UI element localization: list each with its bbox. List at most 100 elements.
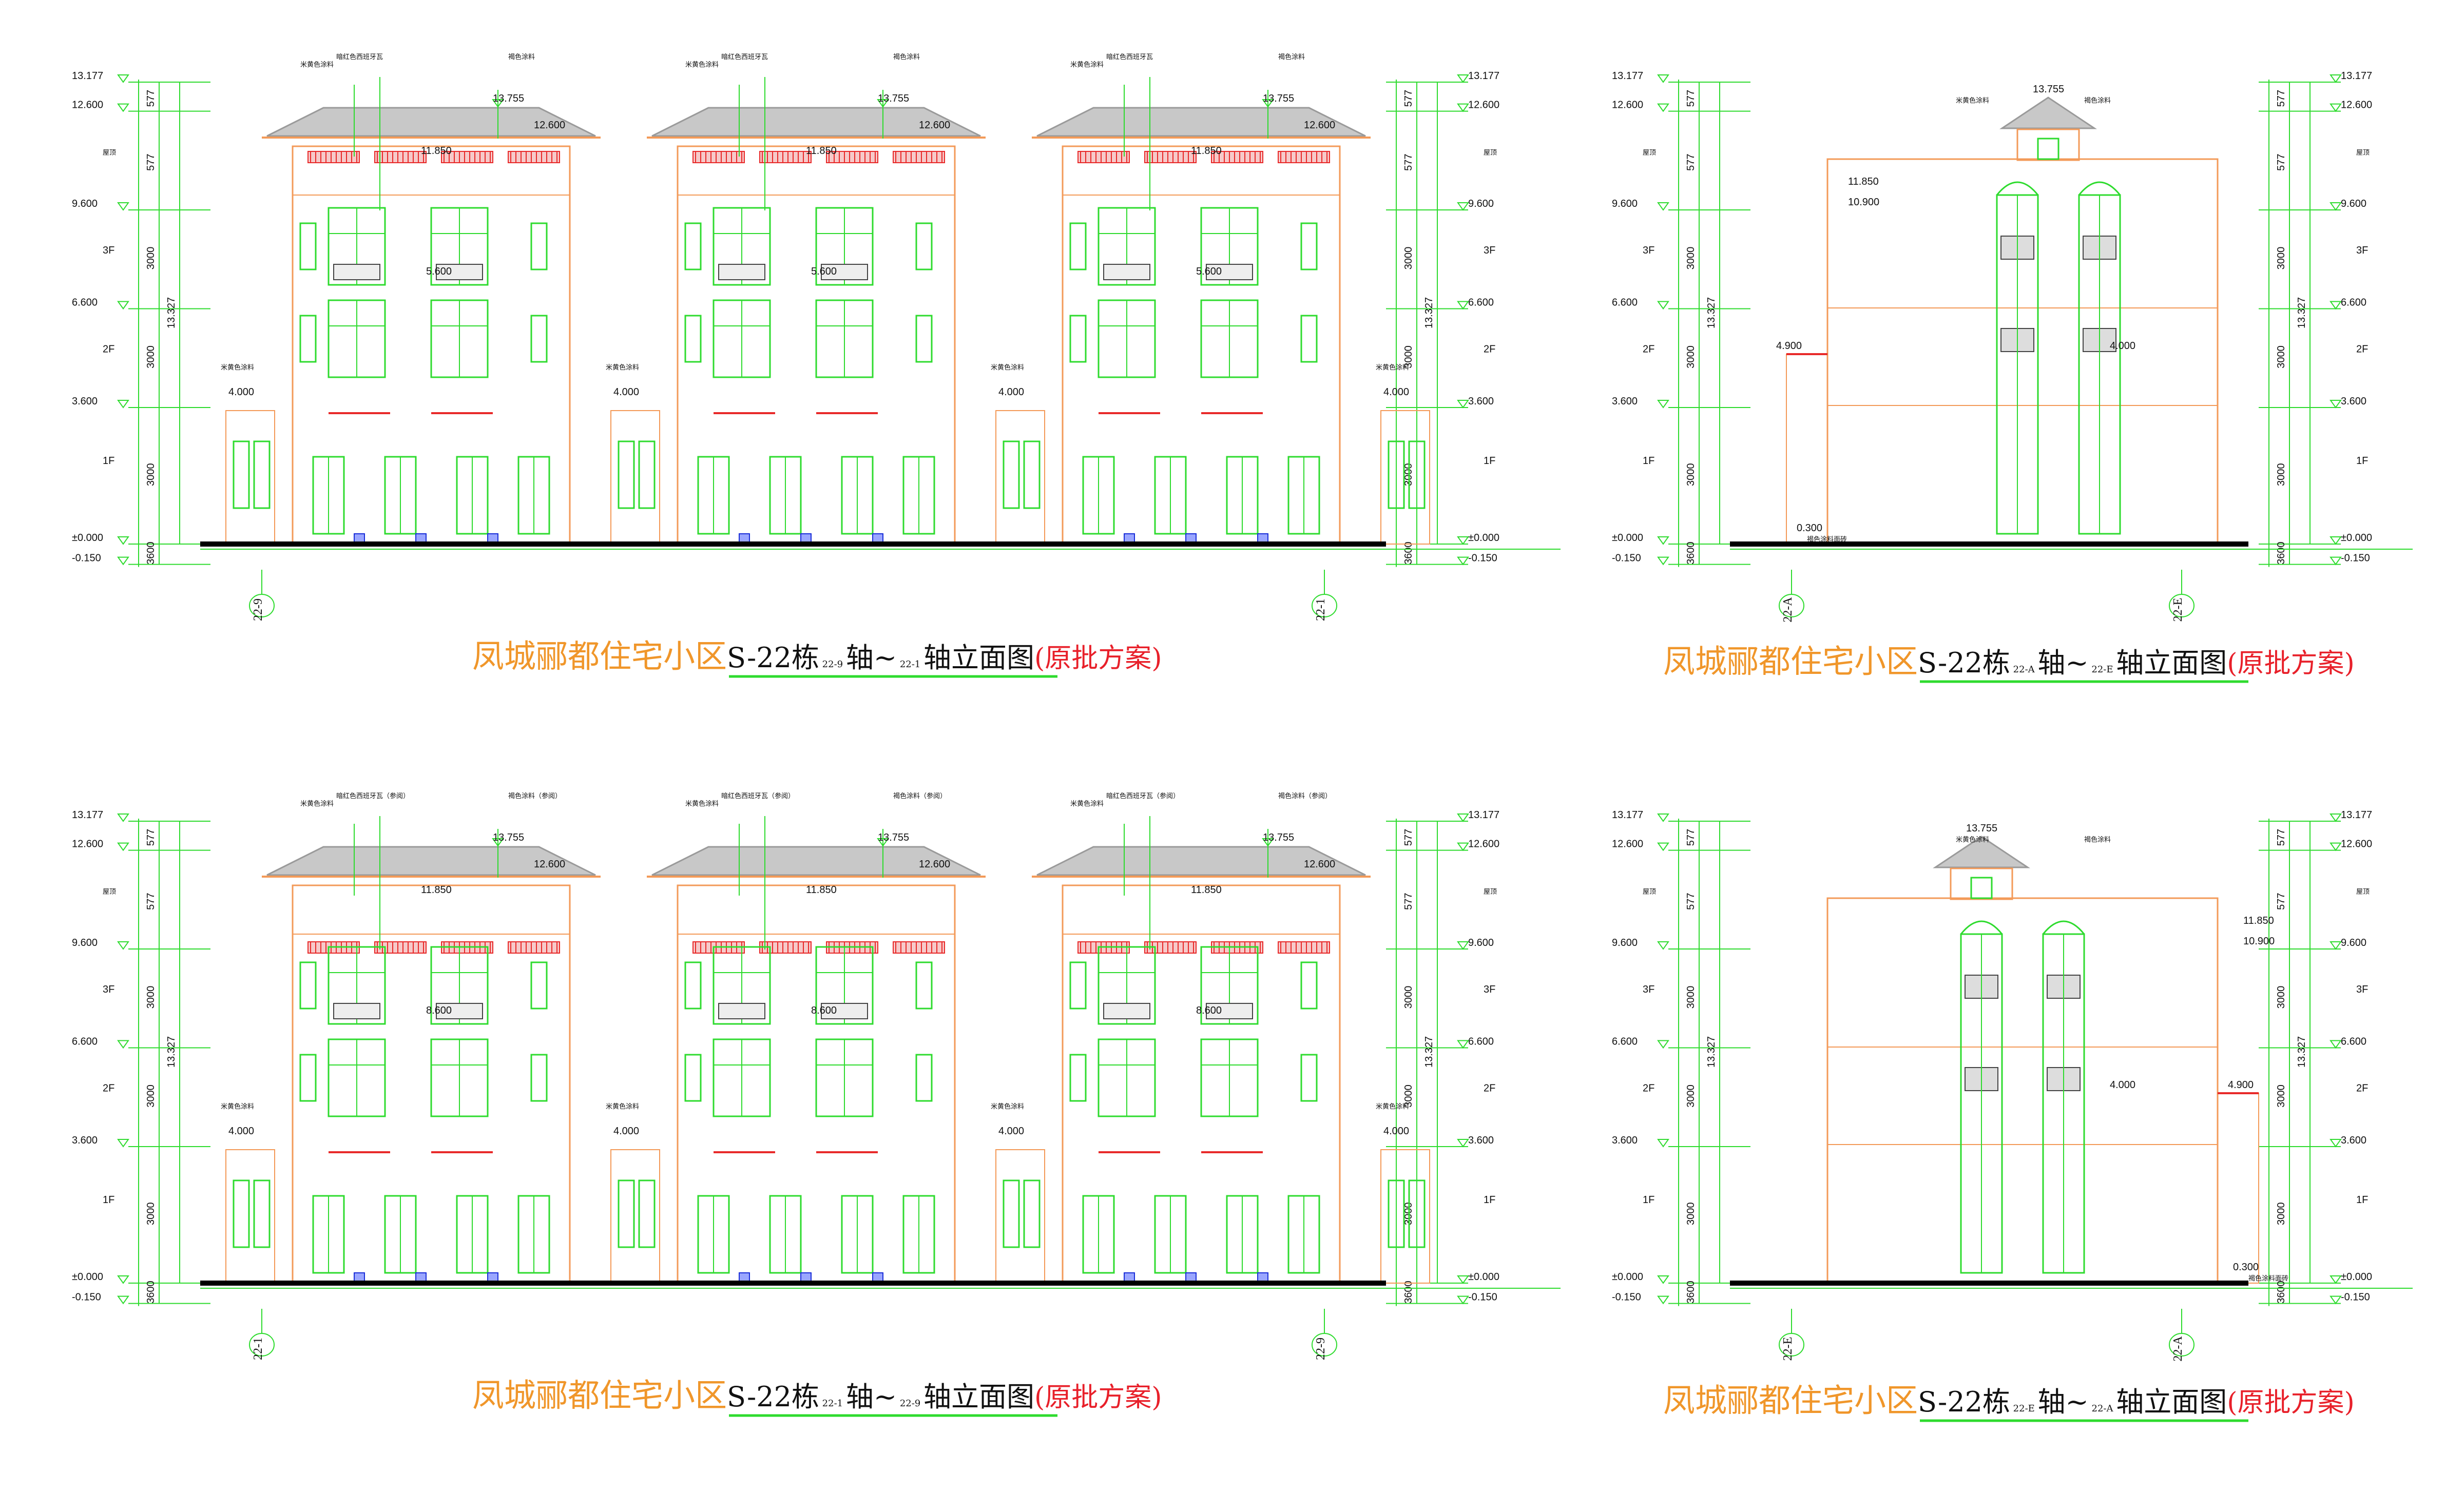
total-height-label: 13.327: [1423, 1036, 1435, 1068]
span-label: 577: [1403, 90, 1414, 107]
level-marker: [1657, 74, 1669, 83]
total-height-label: 13.327: [1706, 1036, 1717, 1068]
level-marker: [2330, 842, 2342, 851]
level-label: 13.177: [1612, 70, 1643, 82]
base-level: 0.300: [1797, 522, 1822, 534]
material-note: 米黄色涂料: [606, 363, 639, 371]
title-building: S-22栋: [1918, 647, 2010, 679]
level-label: -0.150: [1468, 1292, 1497, 1303]
wing-window: [1388, 440, 1405, 509]
span-label: 577: [1403, 829, 1414, 846]
side-wing: [1380, 410, 1430, 545]
span-label: 577: [1685, 90, 1697, 107]
mid-level: 4.000: [2110, 340, 2135, 352]
level-marker: [1457, 202, 1469, 211]
level-marker: [117, 813, 129, 822]
title-axis-from: 22-1: [819, 1398, 846, 1409]
material-note: 褐色涂料: [508, 53, 535, 61]
total-height-label: 13.327: [1706, 297, 1717, 328]
span-label: 3000: [1685, 345, 1697, 369]
material-note: 暗红色西班牙瓦: [1106, 53, 1153, 61]
span-label: 3600: [145, 1281, 157, 1304]
level-marker: [492, 838, 504, 847]
floor-label-2f: 2F: [1484, 344, 1495, 355]
floor-label-2f: 2F: [1643, 1083, 1654, 1094]
material-note: 暗红色西班牙瓦（参阅）: [1106, 792, 1180, 800]
span-label: 3600: [145, 541, 157, 565]
level-label: ±0.000: [2341, 532, 2372, 544]
roof: [266, 846, 596, 876]
narrow-window: [299, 961, 317, 1010]
wing-level: 4.000: [613, 386, 639, 398]
level-label: 3.600: [72, 1135, 98, 1146]
level-label: 3.600: [1468, 1135, 1494, 1146]
parapet-level: 11.850: [806, 145, 837, 157]
span-label: 577: [1685, 893, 1697, 909]
span-label: 3000: [2276, 345, 2287, 369]
mid-level: 8.600: [1196, 1005, 1222, 1016]
title-building: S-22栋: [1918, 1386, 2010, 1418]
roof-floor-label: 屋顶: [1484, 149, 1497, 157]
narrow-window: [530, 222, 548, 270]
axis-label: 22-A: [1781, 597, 1795, 623]
level-label: 13.177: [2341, 70, 2372, 82]
wing-level: 4.000: [998, 386, 1024, 398]
level-marker: [2330, 301, 2342, 310]
material-note: 暗红色西班牙瓦（参阅）: [336, 792, 410, 800]
title-axis-to: 22-1: [897, 659, 923, 670]
level-label: -0.150: [1612, 1292, 1641, 1303]
eave-level: 12.600: [919, 859, 950, 870]
window-panel: [821, 1003, 868, 1019]
material-note: 米黄色涂料: [606, 1102, 639, 1110]
window-panel: [436, 1003, 483, 1019]
title-project: 凤城郦都住宅小区: [1663, 1382, 1918, 1419]
title-axis-word: 轴~: [846, 642, 897, 674]
level-marker: [117, 399, 129, 409]
floor-label-3f: 3F: [1484, 984, 1495, 995]
roof-floor-label: 屋顶: [2356, 888, 2370, 896]
drawing-title: 凤城郦都住宅小区S-22栋 22-1 轴~ 22-9 轴立面图(原批方案): [472, 1377, 1162, 1414]
level-label: -0.150: [72, 1292, 101, 1303]
floor-label-2f: 2F: [1484, 1083, 1495, 1094]
material-note: 米黄色涂料: [1956, 96, 1989, 104]
roof-ridge-level: 13.755: [493, 93, 524, 104]
level-marker: [1457, 556, 1469, 566]
span-label: 3000: [145, 1084, 157, 1108]
floor-label-3f: 3F: [1643, 245, 1654, 256]
axis-bubble: [1312, 594, 1337, 617]
material-note: 米黄色涂料: [221, 363, 254, 371]
side-facade: [1826, 897, 2219, 1284]
narrow-window: [684, 961, 702, 1010]
wing-level: 4.000: [1383, 1126, 1409, 1137]
parapet-level: 10.900: [2243, 936, 2275, 947]
span-label: 3000: [2276, 1202, 2287, 1225]
level-label: 9.600: [2341, 937, 2366, 948]
floor-label-1f: 1F: [1484, 1194, 1495, 1206]
axis-label: 22-9: [252, 598, 265, 621]
level-marker: [1457, 301, 1469, 310]
pavilion-window: [2037, 138, 2059, 160]
total-height-label: 13.327: [2296, 1036, 2307, 1068]
span-label: 3000: [1685, 247, 1697, 270]
level-label: 9.600: [2341, 198, 2366, 209]
span-label: 577: [1403, 893, 1414, 909]
level-marker: [877, 838, 889, 847]
level-label: 13.177: [72, 809, 103, 821]
narrow-window: [1069, 315, 1087, 363]
span-label: 3000: [2276, 247, 2287, 270]
wing-window: [1003, 440, 1020, 509]
material-note: 米黄色涂料: [1376, 1102, 1409, 1110]
span-label: 3000: [1685, 986, 1697, 1009]
level-marker: [1457, 1275, 1469, 1284]
level-marker: [117, 103, 129, 112]
window-arch: [2042, 920, 2085, 935]
eave-level: 12.600: [1304, 859, 1335, 870]
pavilion-level: 13.755: [1966, 823, 1997, 834]
title-axis-word: 轴~: [846, 1381, 897, 1413]
span-label: 577: [1403, 153, 1414, 170]
level-label: ±0.000: [1468, 1271, 1499, 1283]
title-axis-to: 22-A: [2089, 1403, 2116, 1414]
floor-label-3f: 3F: [103, 245, 114, 256]
wing-window: [618, 440, 635, 509]
elevation-22-E-to-22-A: 13.17712.6009.6006.6003.600±0.000-0.1505…: [1612, 809, 2413, 1422]
